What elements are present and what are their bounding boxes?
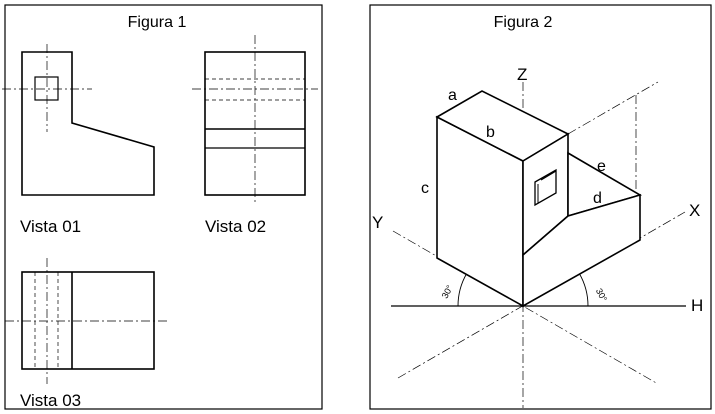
view-01-hole (34, 76, 59, 101)
axis-h-label: H (691, 296, 703, 315)
angle-label-right: 30° (594, 287, 609, 304)
axis-x-label: X (689, 201, 700, 220)
view-01-outline (21, 51, 155, 196)
figure-2-panel: Figura 2 Z X Y H 30° 30° (369, 4, 712, 410)
axis-y-label: Y (372, 213, 383, 232)
figure-2-frame (369, 4, 712, 410)
figure-1-frame (4, 4, 323, 410)
angle-arc-right (578, 273, 589, 307)
view-03-outline (21, 271, 155, 370)
solid-square-hole (534, 168, 557, 207)
view-02-label: Vista 02 (205, 217, 266, 236)
edge-label-d: d (593, 190, 602, 207)
edge-label-e: e (597, 158, 606, 175)
construction-line-1 (567, 81, 659, 135)
view-02: Vista 02 (192, 35, 318, 236)
figure-1-title: Figura 1 (128, 14, 187, 31)
view-01: Vista 01 (2, 44, 155, 236)
solid-hole-depth-edge (540, 170, 557, 181)
axis-z-label: Z (517, 65, 527, 84)
edge-label-c: c (421, 180, 429, 197)
angle-label-left: 30° (440, 283, 455, 300)
edge-label-a: a (448, 87, 457, 104)
view-03-label: Vista 03 (20, 391, 81, 410)
figure-2-title: Figura 2 (494, 14, 553, 31)
figure-1-panel: Figura 1 Vista 01 Vista 02 (2, 4, 323, 410)
view-01-label: Vista 01 (20, 217, 81, 236)
edge-label-b: b (486, 124, 495, 141)
solid-front-face (522, 193, 641, 308)
angle-arc-left (457, 273, 468, 307)
isometric-solid (435, 90, 643, 308)
view-03: Vista 03 (5, 258, 168, 410)
